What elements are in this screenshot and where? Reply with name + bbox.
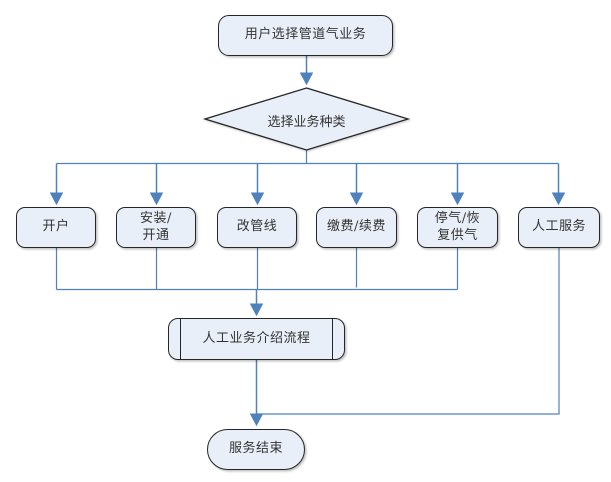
- process-inner-bar-left: [180, 319, 181, 359]
- node-start: 用户选择管道气业务: [218, 15, 393, 56]
- node-process-intro: 人工业务介绍流程: [168, 318, 345, 360]
- node-decision-label: 选择业务种类: [267, 115, 346, 130]
- edge-manual-service-to-end: [256, 248, 560, 415]
- node-change-pipeline: 改管线: [217, 207, 297, 248]
- node-pay-renew-label: 缴费/续费: [327, 219, 386, 235]
- node-open-account: 开户: [16, 207, 96, 248]
- node-stop-resume-gas-label: 停气/恢 复供气: [434, 210, 481, 243]
- node-open-account-label: 开户: [42, 219, 70, 235]
- node-manual-service-label: 人工服务: [531, 219, 586, 235]
- decision-diamond: [202, 87, 411, 151]
- node-process-intro-label: 人工业务介绍流程: [202, 330, 311, 346]
- node-end: 服务结束: [207, 429, 305, 470]
- node-start-label: 用户选择管道气业务: [244, 27, 367, 43]
- node-manual-service: 人工服务: [518, 207, 600, 248]
- node-pay-renew: 缴费/续费: [316, 207, 397, 248]
- process-inner-bar-right: [332, 319, 333, 359]
- node-install-activate: 安装/ 开通: [116, 207, 196, 248]
- node-end-label: 服务结束: [228, 441, 283, 457]
- node-install-activate-label: 安装/ 开通: [140, 210, 172, 243]
- node-change-pipeline-label: 改管线: [236, 219, 278, 235]
- node-stop-resume-gas: 停气/恢 复供气: [417, 207, 498, 248]
